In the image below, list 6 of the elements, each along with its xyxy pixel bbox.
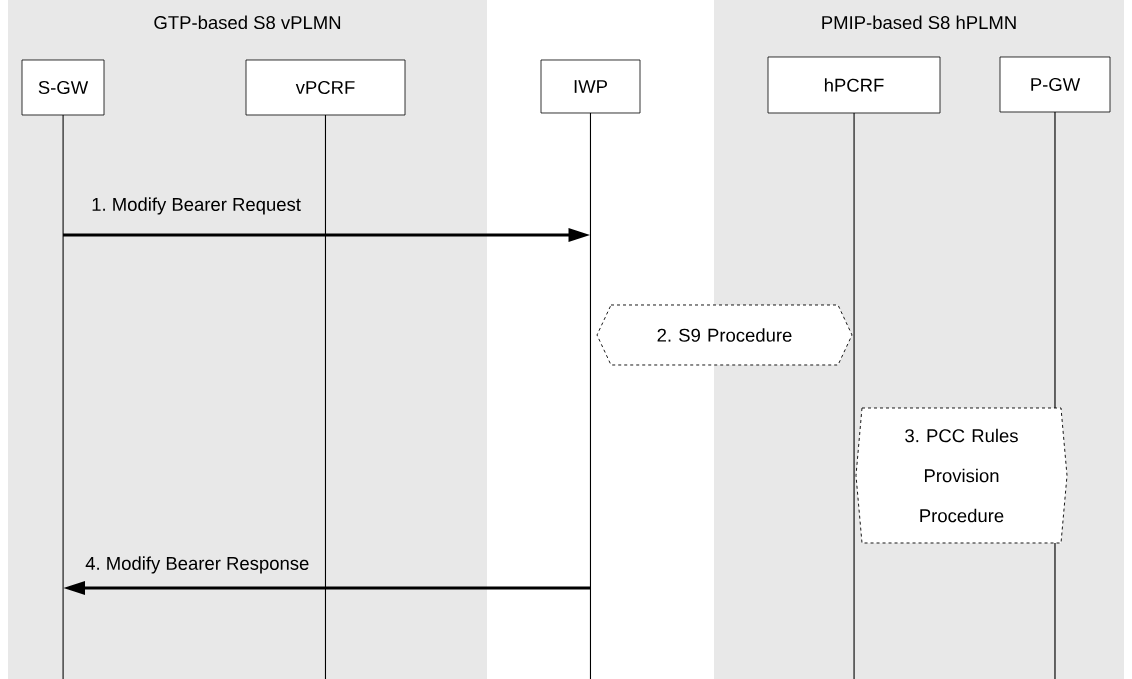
entity-box: P-GW (999, 56, 1111, 113)
entity-box: hPCRF (767, 56, 941, 114)
procedure-box: 2. S9 Procedure (596, 304, 853, 366)
lifeline-box: IWP (540, 59, 641, 679)
entity-box: vPCRF (245, 59, 406, 116)
procedure-box: 3. PCC Rules Provision Procedure (855, 407, 1068, 544)
